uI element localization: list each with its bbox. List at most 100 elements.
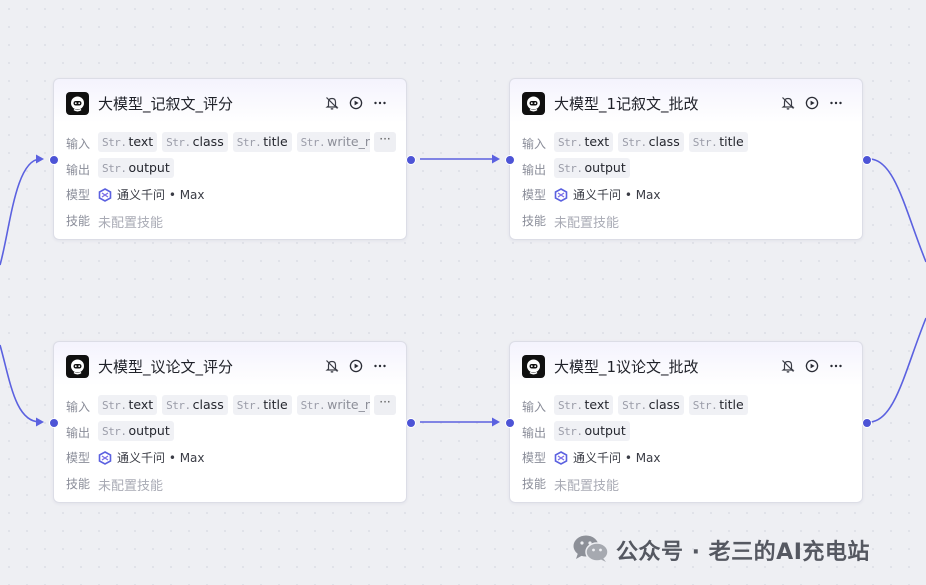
skills-label: 技能 (66, 477, 91, 491)
input-param-tag: Str.title (232, 132, 292, 152)
output-port[interactable] (862, 418, 872, 428)
skills-row: 技能 未配置技能 (522, 472, 852, 494)
node-title[interactable]: 大模型_议论文_评分 (98, 358, 234, 376)
arrowhead (36, 154, 44, 164)
input-param-tag: Str.class (618, 395, 684, 415)
node-title[interactable]: 大模型_记叙文_评分 (98, 95, 234, 113)
more-inputs-button[interactable]: ··· (374, 132, 396, 152)
llm-robot-icon (66, 355, 89, 378)
skills-label: 技能 (66, 214, 91, 228)
param-type: Str. (300, 399, 326, 412)
model-label: 模型 (522, 188, 547, 202)
param-name: text (128, 397, 154, 412)
param-type: Str. (102, 136, 127, 149)
param-type: Str. (102, 425, 127, 438)
param-name: title (719, 397, 744, 412)
input-param-tag: Str.title (232, 395, 292, 415)
param-name: write_norm (327, 134, 370, 149)
node-header: 大模型_议论文_评分 (66, 354, 394, 380)
model-row: 模型 通义千问 • Max (522, 446, 852, 468)
skills-value[interactable]: 未配置技能 (554, 216, 620, 231)
skills-value[interactable]: 未配置技能 (98, 479, 164, 494)
arrowhead (36, 417, 44, 427)
model-name[interactable]: 通义千问 • Max (117, 188, 205, 202)
node-title[interactable]: 大模型_1议论文_批改 (554, 358, 699, 376)
mute-bell-icon[interactable] (324, 95, 342, 113)
model-name[interactable]: 通义千问 • Max (573, 188, 661, 202)
output-param-tag: Str.output (98, 158, 174, 178)
model-name[interactable]: 通义千问 • Max (117, 451, 205, 465)
param-type: Str. (558, 136, 583, 149)
input-param-tag: Str.text (98, 395, 158, 415)
param-name: class (192, 397, 224, 412)
input-port[interactable] (49, 418, 59, 428)
param-name: class (648, 397, 680, 412)
node-header: 大模型_记叙文_评分 (66, 91, 394, 117)
outputs-label: 输出 (522, 163, 547, 177)
more-options-icon[interactable] (828, 95, 846, 113)
outputs-label: 输出 (66, 163, 91, 177)
play-circle-icon[interactable] (804, 358, 822, 376)
node-header: 大模型_1议论文_批改 (522, 354, 850, 380)
param-type: Str. (622, 399, 647, 412)
arrowhead (492, 417, 500, 427)
skills-value[interactable]: 未配置技能 (98, 216, 164, 231)
model-label: 模型 (522, 451, 547, 465)
param-type: Str. (166, 136, 191, 149)
play-circle-icon[interactable] (804, 95, 822, 113)
skills-value[interactable]: 未配置技能 (554, 479, 620, 494)
watermark-text: 公众号 · 老三的AI充电站 (616, 540, 870, 565)
play-circle-icon[interactable] (348, 358, 366, 376)
output-port[interactable] (406, 418, 416, 428)
param-name: text (128, 134, 154, 149)
model-row: 模型 通义千问 • Max (66, 446, 396, 468)
outputs-row: 输出 Str.output (66, 421, 396, 443)
more-options-icon[interactable] (828, 358, 846, 376)
more-options-icon[interactable] (372, 95, 390, 113)
param-name: output (128, 160, 170, 175)
param-name: output (128, 423, 170, 438)
edge-right-out-bottom (869, 317, 926, 423)
outputs-label: 输出 (66, 426, 91, 440)
skills-label: 技能 (522, 214, 547, 228)
mute-bell-icon[interactable] (780, 95, 798, 113)
input-param-tag: Str.text (554, 395, 614, 415)
mute-bell-icon[interactable] (324, 358, 342, 376)
output-param-tag: Str.output (554, 158, 630, 178)
input-port[interactable] (505, 155, 515, 165)
outputs-label: 输出 (522, 426, 547, 440)
param-name: title (263, 134, 288, 149)
node-title[interactable]: 大模型_1记叙文_批改 (554, 95, 699, 113)
input-port[interactable] (49, 155, 59, 165)
more-inputs-button[interactable]: ··· (374, 395, 396, 415)
llm-robot-icon (522, 355, 545, 378)
skills-row: 技能 未配置技能 (66, 209, 396, 231)
more-options-icon[interactable] (372, 358, 390, 376)
output-port[interactable] (862, 155, 872, 165)
param-type: Str. (622, 136, 647, 149)
model-name[interactable]: 通义千问 • Max (573, 451, 661, 465)
play-circle-icon[interactable] (348, 95, 366, 113)
inputs-label: 输入 (66, 400, 91, 414)
input-param-tag: Str.write_norm (296, 132, 370, 152)
mute-bell-icon[interactable] (780, 358, 798, 376)
output-port[interactable] (406, 155, 416, 165)
param-name: output (584, 160, 626, 175)
model-row: 模型 通义千问 • Max (66, 183, 396, 205)
param-type: Str. (236, 399, 262, 412)
edge-left-in-bottom (0, 344, 41, 423)
param-type: Str. (692, 136, 718, 149)
param-type: Str. (102, 162, 127, 175)
llm-robot-icon (66, 92, 89, 115)
input-param-tag: Str.text (554, 132, 614, 152)
input-port[interactable] (505, 418, 515, 428)
input-param-tag: Str.title (688, 395, 748, 415)
param-type: Str. (558, 162, 583, 175)
